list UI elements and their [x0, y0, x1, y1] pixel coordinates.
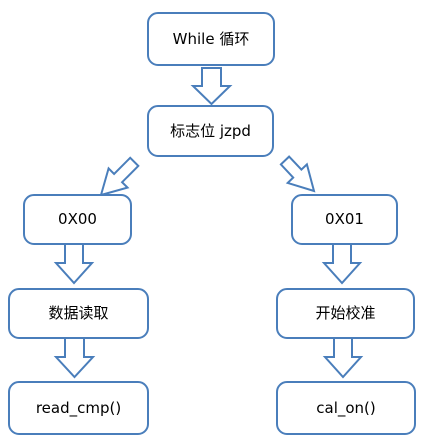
- node-read-cmp: read_cmp(): [8, 381, 149, 435]
- arrow-flag-to-0x00: [99, 156, 140, 197]
- node-read-data-label: 数据读取: [48, 304, 108, 322]
- node-case-0x00-label: 0X00: [58, 210, 97, 228]
- node-flag: 标志位 jzpd: [147, 105, 274, 157]
- node-cal-on-label: cal_on(): [316, 399, 376, 418]
- node-case-0x01: 0X01: [291, 194, 398, 245]
- node-start-calibration-label: 开始校准: [315, 304, 375, 322]
- arrow-flag-to-0x01: [279, 155, 316, 193]
- node-while-loop-label: While 循环: [173, 30, 250, 48]
- node-flag-label: 标志位 jzpd: [170, 122, 251, 140]
- node-read-data: 数据读取: [8, 288, 149, 339]
- arrow-0x01-to-start-calibration: [321, 243, 363, 285]
- node-case-0x01-label: 0X01: [325, 210, 364, 228]
- arrow-start-calibration-to-cal-on: [322, 337, 364, 379]
- arrow-read-data-to-read-cmp: [53, 337, 96, 379]
- node-cal-on: cal_on(): [276, 381, 416, 435]
- node-start-calibration: 开始校准: [276, 288, 415, 339]
- arrow-0x00-to-read-data: [53, 243, 95, 285]
- node-case-0x00: 0X00: [23, 194, 132, 245]
- node-read-cmp-label: read_cmp(): [36, 399, 121, 418]
- arrow-while-to-flag: [190, 67, 233, 106]
- node-while-loop: While 循环: [147, 12, 275, 66]
